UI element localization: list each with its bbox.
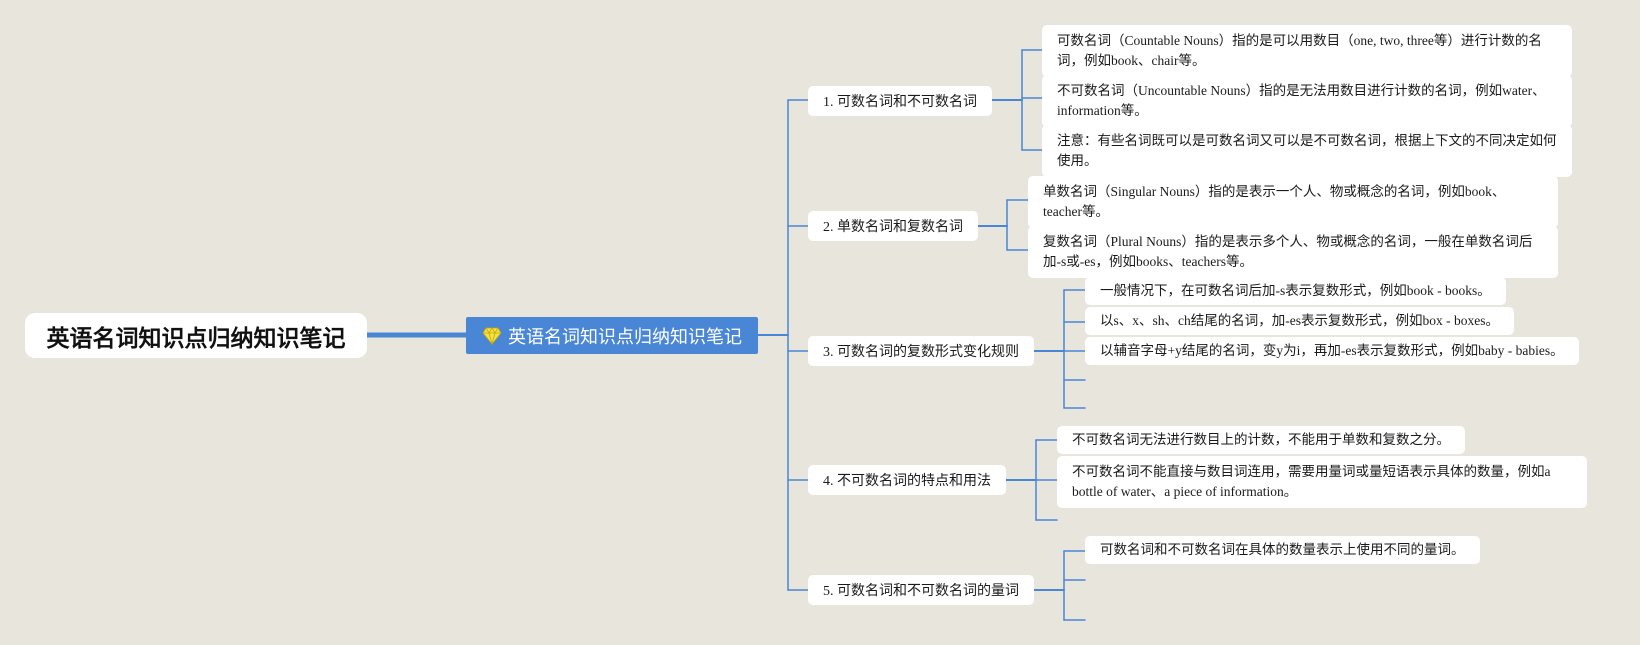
branch-uncountable-usage[interactable]: 4. 不可数名词的特点和用法	[808, 465, 1006, 495]
branch-plural-rules[interactable]: 3. 可数名词的复数形式变化规则	[808, 336, 1034, 366]
leaf-countable-definition[interactable]: 可数名词（Countable Nouns）指的是可以用数目（one, two, …	[1042, 25, 1572, 77]
leaf-rule-add-s[interactable]: 一般情况下，在可数名词后加-s表示复数形式，例如book - books。	[1085, 277, 1506, 305]
leaf-uncountable-no-count[interactable]: 不可数名词无法进行数目上的计数，不能用于单数和复数之分。	[1057, 426, 1465, 454]
leaf-rule-add-es[interactable]: 以s、x、sh、ch结尾的名词，加-es表示复数形式，例如box - boxes…	[1085, 307, 1514, 335]
diamond-icon	[482, 326, 502, 345]
branch-countable-uncountable[interactable]: 1. 可数名词和不可数名词	[808, 86, 992, 116]
leaf-plural-definition[interactable]: 复数名词（Plural Nouns）指的是表示多个人、物或概念的名词，一般在单数…	[1028, 226, 1558, 278]
mindmap-title[interactable]: 英语名词知识点归纳知识笔记	[25, 313, 367, 358]
branch-singular-plural[interactable]: 2. 单数名词和复数名词	[808, 211, 978, 241]
leaf-uncountable-definition[interactable]: 不可数名词（Uncountable Nouns）指的是无法用数目进行计数的名词，…	[1042, 75, 1572, 127]
leaf-measure-words-note[interactable]: 可数名词和不可数名词在具体的数量表示上使用不同的量词。	[1085, 536, 1480, 564]
leaf-dual-usage-note[interactable]: 注意：有些名词既可以是可数名词又可以是不可数名词，根据上下文的不同决定如何使用。	[1042, 125, 1572, 177]
leaf-singular-definition[interactable]: 单数名词（Singular Nouns）指的是表示一个人、物或概念的名词，例如b…	[1028, 176, 1558, 228]
leaf-uncountable-measure[interactable]: 不可数名词不能直接与数目词连用，需要用量词或量短语表示具体的数量，例如a bot…	[1057, 456, 1587, 508]
branch-measure-words[interactable]: 5. 可数名词和不可数名词的量词	[808, 575, 1034, 605]
central-topic[interactable]: 英语名词知识点归纳知识笔记	[466, 317, 758, 354]
central-topic-label: 英语名词知识点归纳知识笔记	[508, 326, 742, 348]
leaf-rule-y-to-i[interactable]: 以辅音字母+y结尾的名词，变y为i，再加-es表示复数形式，例如baby - b…	[1085, 337, 1579, 365]
